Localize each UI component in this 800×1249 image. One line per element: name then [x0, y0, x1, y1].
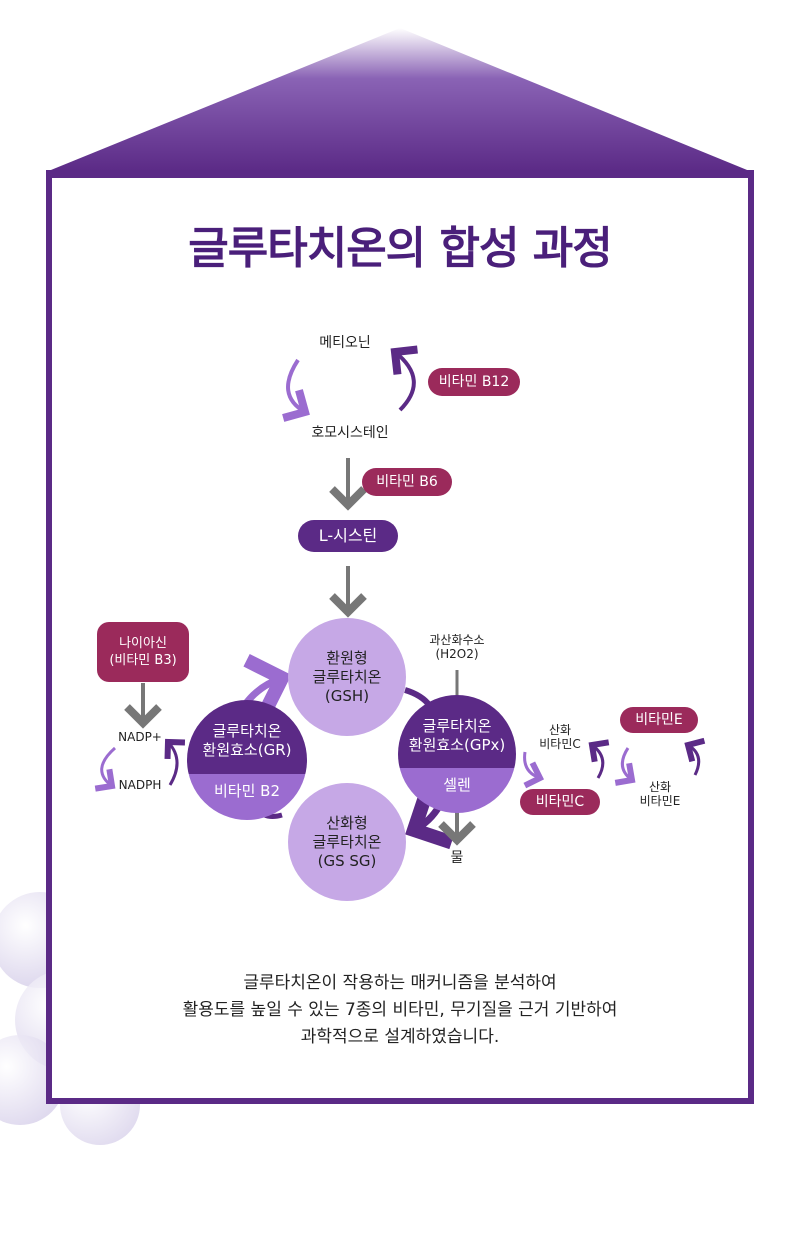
niacin-label: 나이아신	[119, 636, 167, 651]
gpx-label-1: 글루타치온	[422, 716, 492, 735]
h2o2-label-2: (H2O2)	[435, 647, 479, 661]
gssg-label-3: (GS SG)	[317, 851, 377, 870]
oxidized-vitamin-c-label: 산화 비타민C	[530, 723, 590, 751]
vitamin-c-badge: 비타민C	[520, 789, 600, 815]
gr-label-1: 글루타치온	[212, 722, 282, 741]
oxidized-ve-label-2: 비타민E	[639, 794, 681, 808]
vitamin-b12-badge: 비타민 B12	[428, 368, 520, 396]
homocysteine-label: 호모시스테인	[311, 425, 389, 441]
nadp-plus-label: NADP+	[118, 730, 162, 744]
gssg-label-2: 글루타치온	[312, 832, 382, 851]
nadph-label: NADPH	[118, 778, 162, 792]
gpx-enzyme-circle: 글루타치온 환원효소(GPx) 셀렌	[398, 695, 516, 813]
oxidized-vc-label-2: 비타민C	[539, 737, 581, 751]
water-label: 물	[450, 850, 464, 866]
gpx-label-2: 환원효소(GPx)	[408, 735, 506, 754]
description-line-1: 글루타치온이 작용하는 매커니즘을 분석하여	[243, 973, 557, 993]
vitamin-b6-badge: 비타민 B6	[362, 468, 452, 496]
description-line-2: 활용도를 높일 수 있는 7종의 비타민, 무기질을 근거 기반하여	[182, 1000, 618, 1020]
gsh-label-2: 글루타치온	[312, 667, 382, 686]
gsh-circle: 환원형 글루타치온 (GSH)	[288, 618, 406, 736]
h2o2-label: 과산화수소 (H2O2)	[417, 633, 497, 661]
gssg-label-1: 산화형	[326, 813, 368, 832]
oxidized-vc-label-1: 산화	[548, 723, 572, 737]
gpx-mineral-label: 셀렌	[443, 776, 471, 795]
gr-label-2: 환원효소(GR)	[202, 741, 292, 760]
h2o2-label-1: 과산화수소	[429, 633, 485, 647]
oxidized-ve-label-1: 산화	[648, 780, 672, 794]
l-cysteine-badge: L-시스틴	[298, 520, 398, 552]
gr-vitamin-label: 비타민 B2	[213, 782, 280, 801]
vitamin-e-badge: 비타민E	[620, 707, 698, 733]
oxidized-vitamin-e-label: 산화 비타민E	[630, 780, 690, 808]
niacin-badge: 나이아신 (비타민 B3)	[97, 622, 189, 682]
methionine-label: 메티오닌	[319, 335, 371, 351]
niacin-sub-label: (비타민 B3)	[109, 653, 177, 668]
house-roof	[46, 28, 752, 172]
description-text: 글루타치온이 작용하는 매커니즘을 분석하여 활용도를 높일 수 있는 7종의 …	[0, 970, 800, 1051]
house-frame	[46, 170, 754, 1104]
page-title: 글루타치온의 합성 과정	[188, 223, 612, 274]
description-line-3: 과학적으로 설계하였습니다.	[300, 1027, 500, 1047]
gr-enzyme-circle: 글루타치온 환원효소(GR) 비타민 B2	[187, 700, 307, 820]
gsh-label-3: (GSH)	[324, 686, 370, 705]
gsh-label-1: 환원형	[326, 648, 368, 667]
gssg-circle: 산화형 글루타치온 (GS SG)	[288, 783, 406, 901]
